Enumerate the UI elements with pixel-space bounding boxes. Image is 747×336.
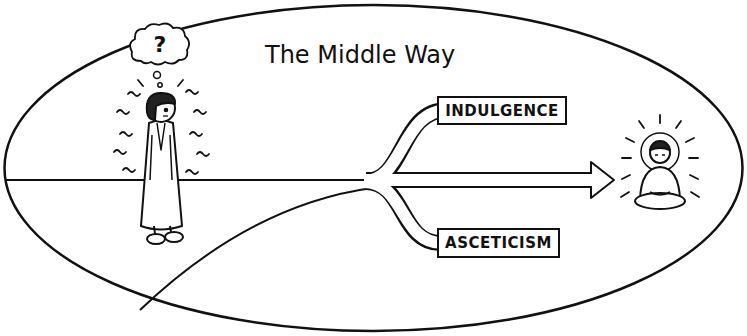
- question-mark: ?: [154, 32, 167, 57]
- label-box: ASCETICISM: [437, 228, 560, 258]
- diagram-title: The Middle Way: [265, 41, 455, 69]
- road-line: [5, 179, 372, 181]
- box-label: INDULGENCE: [445, 102, 559, 120]
- thought-bubble: ?: [127, 21, 193, 67]
- frame-ellipse: [5, 5, 743, 331]
- box-label: ASCETICISM: [445, 234, 552, 252]
- fork-arrow: [364, 110, 614, 243]
- buddha-figure: [621, 115, 699, 209]
- label-box: INDULGENCE: [437, 96, 567, 125]
- person-figure: [114, 72, 209, 245]
